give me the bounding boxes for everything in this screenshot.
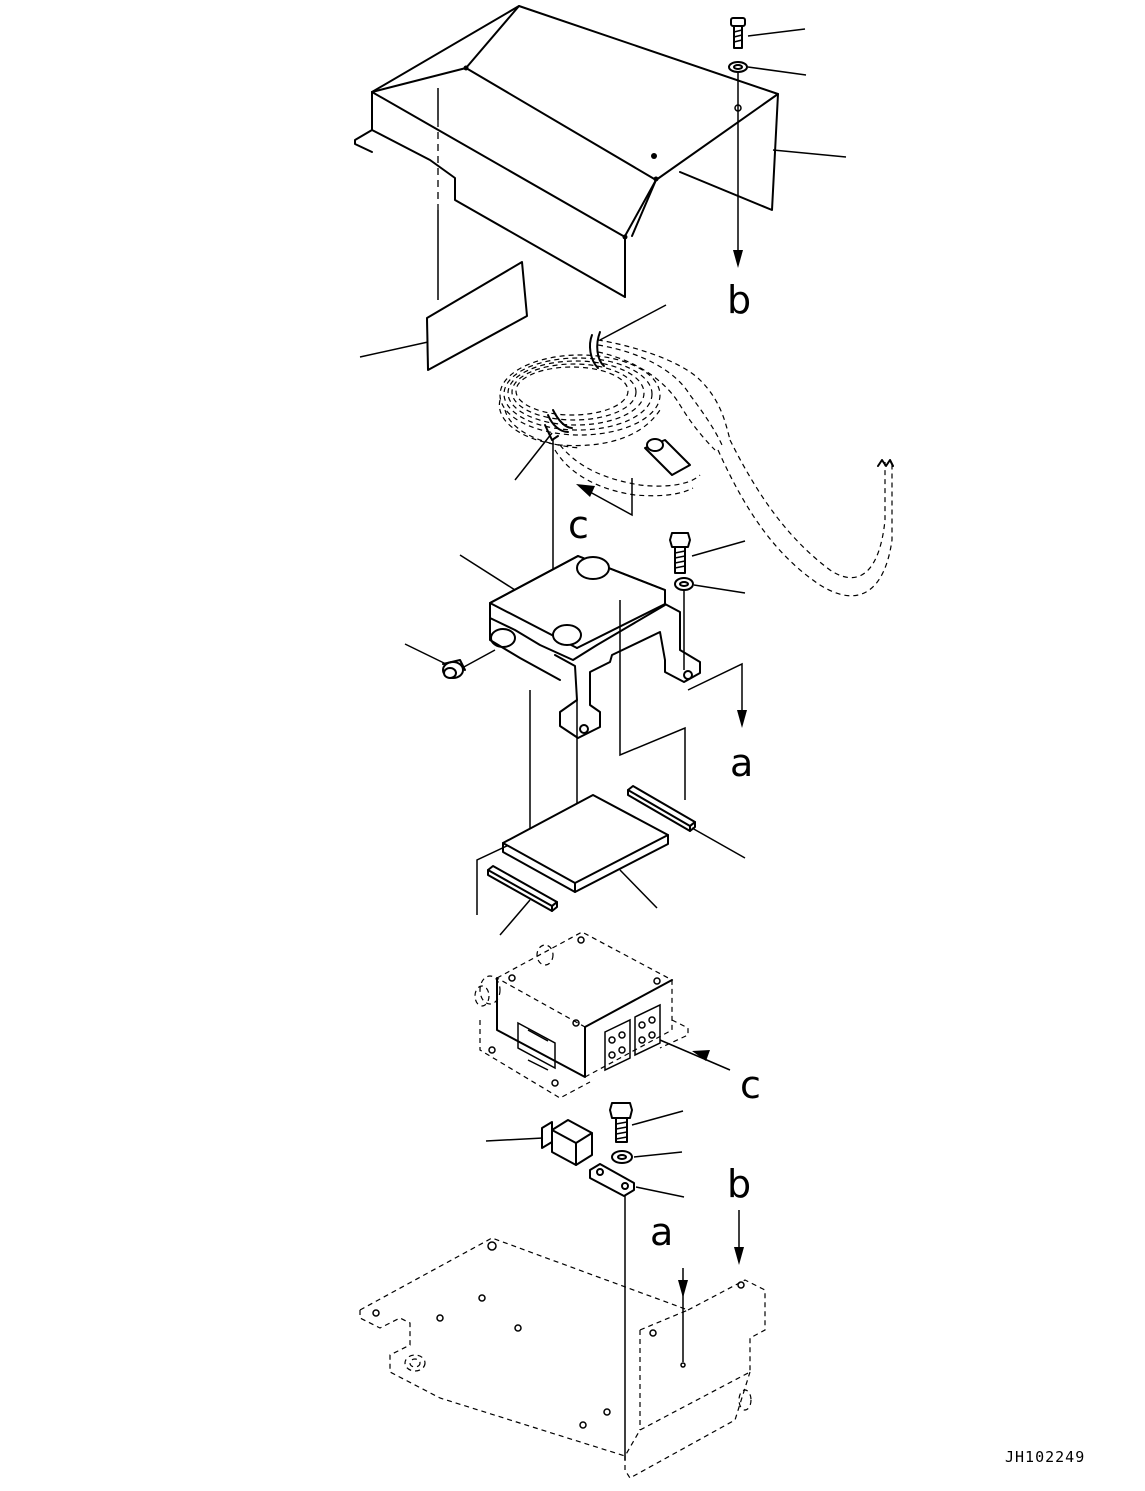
leader-strip-right xyxy=(691,827,746,859)
hidden-outline-right xyxy=(619,600,686,800)
arrow-a-mid-head xyxy=(737,710,747,728)
strip-left xyxy=(487,865,558,912)
arrow-c-top-head xyxy=(576,484,595,497)
leader-washer-top xyxy=(747,66,807,76)
drawing-code: JH102249 xyxy=(1005,1448,1085,1466)
relay xyxy=(541,1119,593,1166)
leader-washer-mid xyxy=(693,584,746,594)
leader-bolt-mid xyxy=(691,540,746,557)
arrow-c-right-line xyxy=(659,1039,731,1071)
leader-band xyxy=(514,432,553,481)
bolt-top xyxy=(730,17,746,49)
leader-harness xyxy=(599,304,667,341)
top-cover xyxy=(354,5,779,298)
leader-bracket xyxy=(459,554,516,591)
arrow-c-top-line xyxy=(589,478,633,517)
washer-bottom xyxy=(611,1150,633,1164)
wire-harness xyxy=(498,331,894,597)
leader-bolt-bottom xyxy=(631,1110,684,1126)
leader-plate-bottom xyxy=(635,1186,685,1198)
washer-top xyxy=(728,61,748,73)
clamp xyxy=(442,659,466,679)
arrow-a-mid-line xyxy=(687,662,743,712)
flow-label-c-right: c xyxy=(740,1063,761,1107)
leader-relay xyxy=(485,1137,544,1142)
leader-pad xyxy=(619,869,658,909)
pad xyxy=(502,794,669,893)
base-plate xyxy=(359,1237,766,1479)
arrow-b-bottom-head xyxy=(734,1247,744,1265)
leader-cover xyxy=(772,149,847,158)
arrow-a-bottom-head xyxy=(678,1280,688,1298)
arrow-c-right-head xyxy=(692,1050,710,1061)
bracket xyxy=(489,555,701,739)
flow-label-a-mid: a xyxy=(730,741,753,785)
leader-strip-left xyxy=(499,899,531,936)
leader-label xyxy=(359,341,429,358)
leader-bolt-top xyxy=(747,28,806,37)
leader-clamp xyxy=(404,643,447,665)
flow-label-b-bottom: b xyxy=(727,1162,751,1206)
plate-bottom xyxy=(589,1163,635,1197)
label-plate xyxy=(426,261,528,371)
bolt-bottom xyxy=(609,1102,633,1143)
bolt-mid xyxy=(669,532,691,574)
flow-label-c-top: c xyxy=(568,503,589,547)
arrow-b-top xyxy=(733,250,743,268)
clamp-axis xyxy=(461,649,496,669)
leader-washer-bottom xyxy=(633,1151,683,1158)
flow-label-a-bottom: a xyxy=(650,1210,673,1254)
washer-mid xyxy=(674,577,694,591)
controller-box xyxy=(474,931,689,1099)
flow-label-b-top: b xyxy=(727,278,751,322)
